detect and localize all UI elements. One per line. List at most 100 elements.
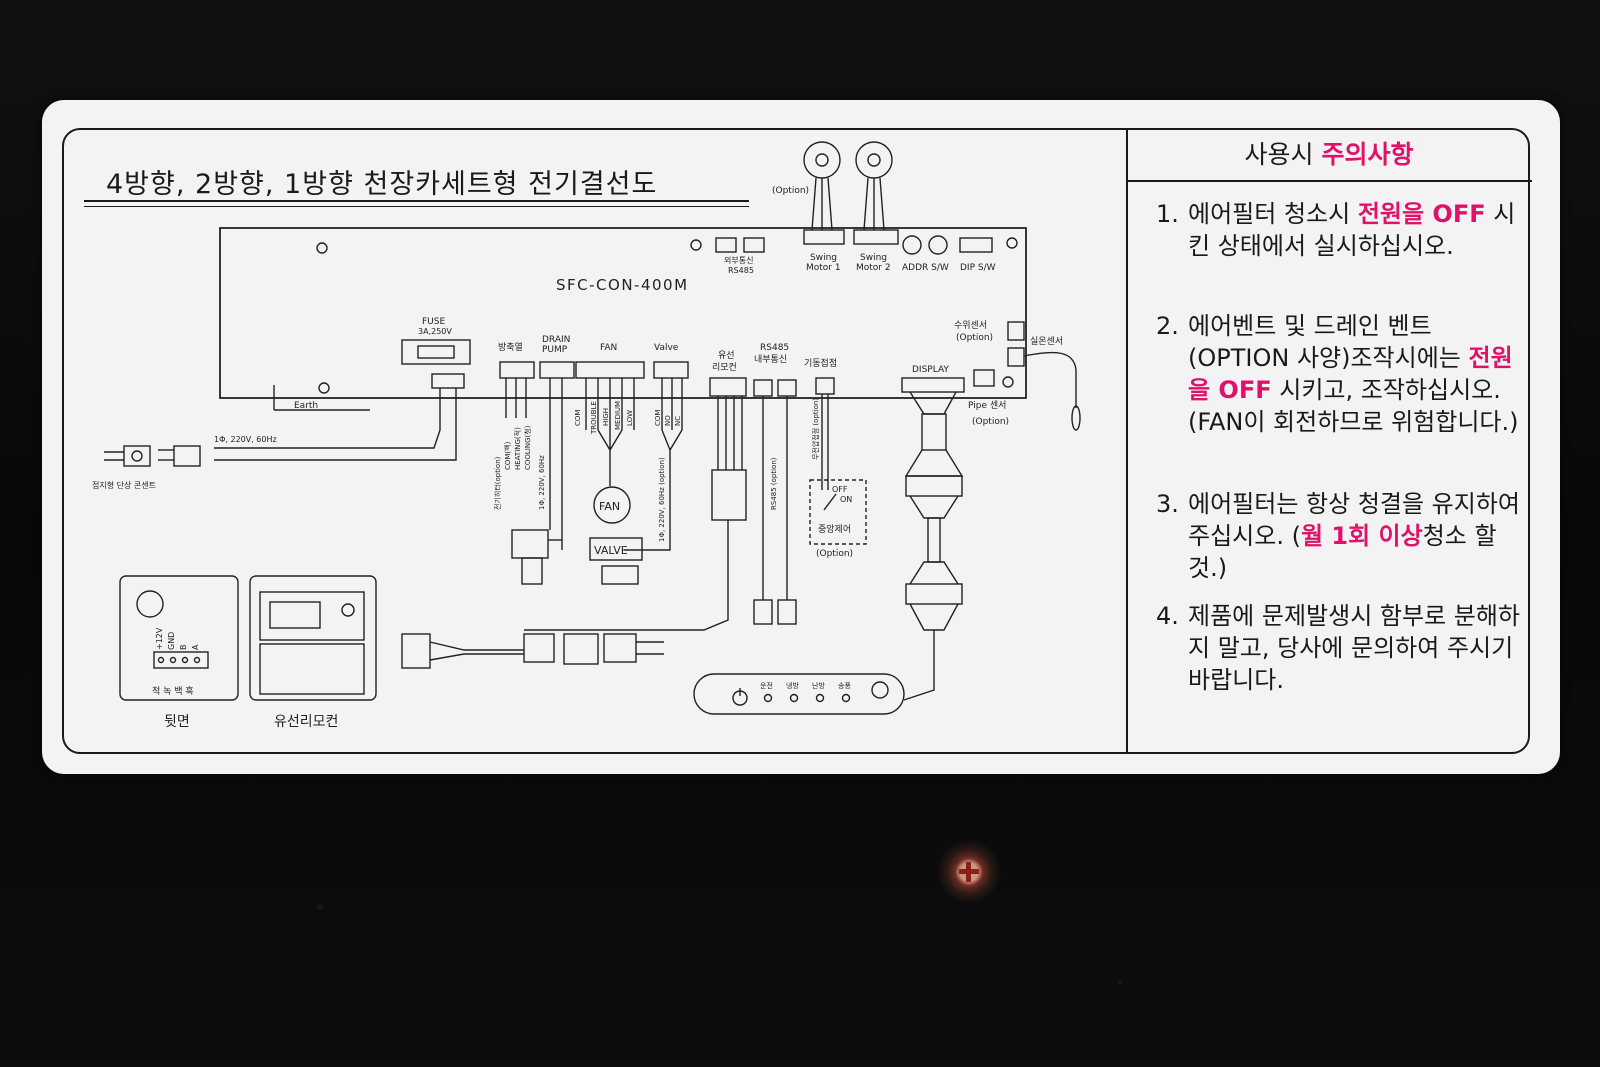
wiring-diagram: SFC-CON-400M (Option) Swing Motor 1 Swin… xyxy=(92,141,1081,730)
panel-divider xyxy=(1126,130,1128,752)
central-control-box xyxy=(809,479,867,545)
valve-pin-nc: NC xyxy=(674,416,682,426)
back-side-caption: 뒷면 xyxy=(164,714,190,730)
fan-label: FAN xyxy=(600,343,617,353)
remote-pin-gnd: GND xyxy=(167,632,176,650)
title-underline xyxy=(84,200,749,202)
addr-sw-label: ADDR S/W xyxy=(902,263,949,273)
fan-motor-label: FAN xyxy=(599,500,620,513)
remote-pin-12v: +12V xyxy=(155,627,164,650)
water-sensor-option: (Option) xyxy=(956,333,993,343)
heater-pin-heating: HEATING(적) xyxy=(513,427,522,470)
caution-title-prefix: 사용시 xyxy=(1244,140,1322,169)
mounting-screw xyxy=(937,840,1001,904)
note-number: 1. xyxy=(1156,200,1179,228)
display-connector xyxy=(901,377,965,393)
led-run-label: 운전 xyxy=(760,681,773,690)
addr-switch xyxy=(902,235,922,255)
swing-motor-1 xyxy=(803,141,845,245)
power-cable xyxy=(214,388,441,449)
swing-motor-2 xyxy=(853,141,899,245)
note-text: 시킨 상태에서 실시하십시오. xyxy=(1188,200,1516,260)
drain-label-b: PUMP xyxy=(542,345,568,355)
rs485-label: RS485 xyxy=(728,266,754,275)
remote-pin-a: A xyxy=(191,644,200,650)
heater-label: 방축열 xyxy=(498,342,523,353)
fan-motor xyxy=(593,486,631,524)
valve-power-vertical: 1Φ, 220V, 60Hz (option) xyxy=(658,457,666,542)
valve-connector xyxy=(653,361,689,379)
valve-pin-no: NO xyxy=(664,415,672,426)
ext-comm-connector xyxy=(743,237,765,253)
pipe-sensor-connector xyxy=(973,369,995,387)
valve-pin-com: COM xyxy=(654,410,662,426)
note-body: 에어벤트 및 드레인 벤트(OPTION 사양)조작시에는 전원을 OFF 시키… xyxy=(1188,310,1526,438)
note-highlight: 전원을 OFF xyxy=(1188,344,1513,404)
pipe-sensor-label: Pipe 센서 xyxy=(968,400,1006,411)
rs485-internal-label-b: 내부통신 xyxy=(754,354,787,365)
note-number: 3. xyxy=(1156,490,1179,518)
remote-pin-b: B xyxy=(179,645,188,651)
ext-comm-label: 외부통신 xyxy=(724,255,753,265)
fan-pin-low: LOW xyxy=(626,410,634,426)
caution-note-3: 3. 에어필터는 항상 청결을 유지하여 주십시오. (월 1회 이상청소 할 … xyxy=(1156,488,1526,584)
wired-remote-box xyxy=(249,575,377,701)
room-sensor-connector xyxy=(1007,347,1025,367)
led-heat-label: 난방 xyxy=(812,681,825,690)
wired-remote-screen xyxy=(259,591,365,641)
rs485-connector-b xyxy=(777,379,797,397)
earth-label: Earth xyxy=(294,401,318,411)
room-sensor-wire xyxy=(1023,351,1077,408)
motor-option-label: (Option) xyxy=(772,186,809,196)
caution-note-2: 2. 에어벤트 및 드레인 벤트(OPTION 사양)조작시에는 전원을 OFF… xyxy=(1156,310,1526,438)
note-number: 2. xyxy=(1156,312,1179,340)
power-plug xyxy=(173,445,201,467)
fan-pin-medium: MEDIUM xyxy=(614,401,622,430)
note-body: 에어필터 청소시 전원을 OFF 시킨 상태에서 실시하십시오. xyxy=(1188,198,1526,262)
heater-connector xyxy=(499,361,535,379)
rs485-option-vertical: RS485 (option) xyxy=(770,457,778,510)
power-spec-label: 1Φ, 220V, 60Hz xyxy=(214,435,277,444)
led-fan xyxy=(841,693,851,703)
fuse-holder xyxy=(401,339,471,365)
board-mount-hole xyxy=(690,239,702,251)
remote-address-dial xyxy=(136,590,164,618)
heater-option-vertical: 전기히터(option) xyxy=(493,456,502,510)
note-text: 제품에 문제발생시 함부로 분해하지 말고, 당사에 문의하여 주시기 바랍니다… xyxy=(1188,602,1521,694)
valve-box xyxy=(589,537,643,561)
title-underline-thin xyxy=(84,206,749,207)
drain-power-vertical: 1Φ, 220V, 60Hz xyxy=(538,455,546,510)
note-number: 4. xyxy=(1156,602,1179,630)
wiring-label-sticker: 4방향, 2방향, 1방향 천장카세트형 전기결선도 SFC-CON-400M xyxy=(42,100,1560,774)
room-sensor-label: 실온센서 xyxy=(1030,336,1063,347)
caution-title-highlight: 주의사항 xyxy=(1321,140,1414,169)
note-text: 시키고, 조작하십시오. (FAN이 회전하므로 위험합니다.) xyxy=(1188,376,1519,436)
wired-remote-label-b: 리모컨 xyxy=(712,362,737,373)
fuse-connector xyxy=(431,373,465,389)
wired-remote-caption: 유선리모컨 xyxy=(274,714,338,730)
fan-pin-high: HIGH xyxy=(602,408,610,426)
central-control-label: 중앙제어 xyxy=(818,523,851,535)
room-sensor-probe xyxy=(1071,405,1081,431)
fan-pin-trouble: TROUBLE xyxy=(590,401,598,435)
wired-remote-label: 유선 xyxy=(718,350,735,361)
diagram-title: 4방향, 2방향, 1방향 천장카세트형 전기결선도 xyxy=(106,169,658,200)
fuse-label: FUSE xyxy=(422,317,445,327)
led-run xyxy=(763,693,773,703)
rs485-internal-label: RS485 xyxy=(760,343,789,353)
dry-contact-connector xyxy=(815,377,835,395)
remote-terminal-block xyxy=(153,651,209,669)
note-text: 청소 할 것.) xyxy=(1188,522,1497,582)
remote-terminal xyxy=(401,633,431,669)
heater-pin-cooling: COOLING(청) xyxy=(524,425,532,470)
remote-cable-joint xyxy=(711,469,747,521)
note-body: 에어필터는 항상 청결을 유지하여 주십시오. (월 1회 이상청소 할 것.) xyxy=(1188,488,1526,584)
outlet-label: 접지형 단상 콘센트 xyxy=(92,480,156,490)
switch-off: OFF xyxy=(832,485,848,494)
dry-contact-label: 기동접점 xyxy=(804,357,837,369)
display-panel xyxy=(693,673,905,715)
board-mount-hole xyxy=(1002,376,1014,388)
drain-label: DRAIN xyxy=(542,335,570,345)
display-harness xyxy=(909,391,957,415)
swing2-label-b: Motor 2 xyxy=(856,263,891,273)
